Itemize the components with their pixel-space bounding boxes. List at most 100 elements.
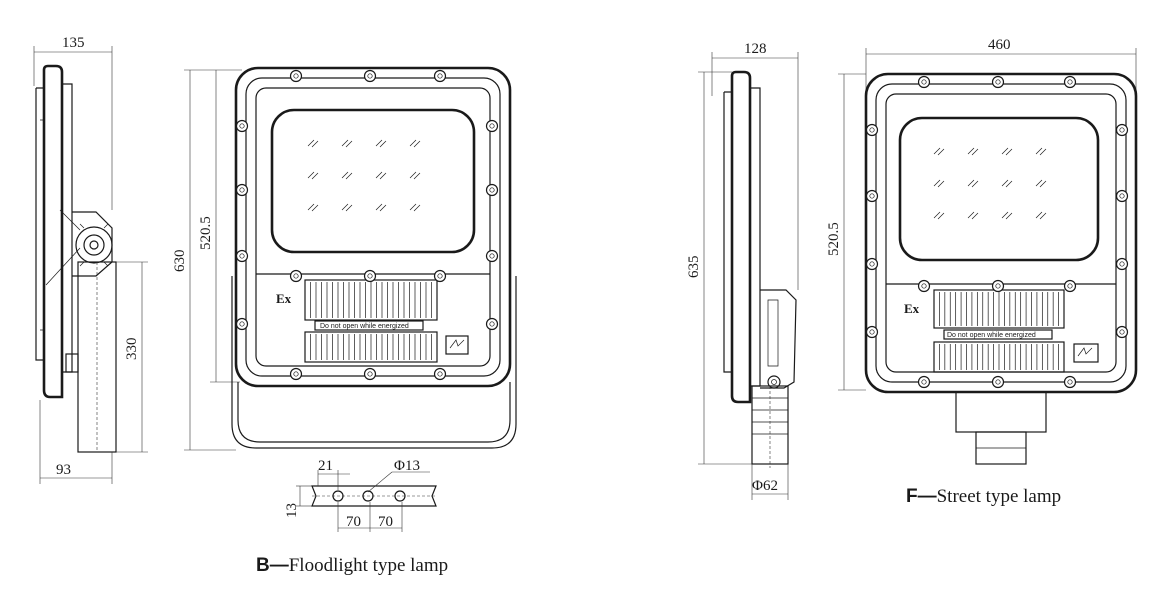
bolt-center [995, 283, 1001, 289]
floodlight-caption-dash: — [270, 555, 289, 576]
bolt-center [921, 79, 927, 85]
led-mark [967, 147, 979, 156]
bolt-center [1119, 193, 1125, 199]
floodlight-bracket-detail: 21 Φ13 13 70 70 [284, 458, 437, 532]
street-dim-pole-diameter: Φ62 [752, 478, 778, 494]
dim-hole-pitch-1: 70 [346, 514, 361, 530]
floodlight-side-view: 135 93 330 [33, 35, 148, 484]
bolt-center [869, 193, 875, 199]
led-mark [409, 171, 421, 180]
led-mark [341, 139, 353, 148]
floodlight-heatsink-upper [310, 282, 432, 318]
dim-side-width: 135 [62, 35, 85, 51]
bolt-center [869, 329, 875, 335]
bolt [363, 69, 377, 83]
led-mark [1001, 147, 1013, 156]
led-mark [967, 179, 979, 188]
bolt [235, 119, 249, 133]
bolt [289, 367, 303, 381]
street-dim-side-width: 128 [744, 41, 767, 57]
dim-height-total: 630 [172, 250, 188, 273]
dim-hole-diameter: Φ13 [394, 458, 420, 474]
bolt [917, 375, 931, 389]
bolt [917, 75, 931, 89]
bolt [865, 189, 879, 203]
dim-bracket-height: 330 [124, 338, 140, 361]
street-side-view: 128 635 Φ62 [686, 41, 799, 500]
bolt [917, 279, 931, 293]
street-caption-letter: F [906, 486, 918, 507]
bolt [433, 269, 447, 283]
street-caption: F—Street type lamp [906, 486, 1061, 507]
bolt-center [489, 321, 495, 327]
bolt [1063, 75, 1077, 89]
floodlight-caption: B—Floodlight type lamp [256, 555, 448, 576]
bolt-center [1067, 283, 1073, 289]
floodlight-cert-logo-icon [449, 339, 465, 349]
floodlight-front-view: 630 520.5 Do not open while energized Ex [172, 66, 517, 576]
bolt-center [293, 73, 299, 79]
bolt-center [1119, 127, 1125, 133]
bolt [865, 257, 879, 271]
bolt [289, 269, 303, 283]
street-dim-front-width: 460 [988, 37, 1011, 53]
dim-detail-height: 13 [284, 503, 300, 518]
bolt-center [869, 127, 875, 133]
bolt [1115, 325, 1129, 339]
bolt [235, 317, 249, 331]
dim-hole-pitch-2: 70 [378, 514, 393, 530]
bolt [433, 367, 447, 381]
bolt-center [1119, 329, 1125, 335]
bolt [1063, 279, 1077, 293]
led-mark [307, 171, 319, 180]
bolt [485, 183, 499, 197]
bolt-center [239, 253, 245, 259]
floodlight-caption-text: Floodlight type lamp [289, 555, 448, 576]
bolt [865, 325, 879, 339]
bolt-center [293, 273, 299, 279]
floodlight-bolts [235, 69, 499, 381]
bolt [363, 367, 377, 381]
bolt [485, 249, 499, 263]
dim-side-bottom: 93 [56, 462, 71, 478]
bolt-center [367, 73, 373, 79]
street-dim-height-total: 635 [686, 256, 702, 279]
led-mark [933, 147, 945, 156]
bolt [991, 279, 1005, 293]
led-mark [409, 139, 421, 148]
bolt [1115, 257, 1129, 271]
led-mark [1035, 179, 1047, 188]
bolt-center [489, 123, 495, 129]
bolt-center [437, 371, 443, 377]
bolt-center [1119, 261, 1125, 267]
led-mark [375, 171, 387, 180]
dim-height-body: 520.5 [198, 216, 214, 250]
led-mark [1001, 179, 1013, 188]
street-cert-logo-icon [1077, 347, 1093, 357]
bolt [235, 249, 249, 263]
led-mark [341, 171, 353, 180]
dim-hole-offset: 21 [318, 458, 333, 474]
bolt [865, 123, 879, 137]
bolt [1115, 123, 1129, 137]
bolt [289, 69, 303, 83]
led-mark [1035, 147, 1047, 156]
bolt-center [1067, 379, 1073, 385]
led-mark [341, 203, 353, 212]
bolt-center [1067, 79, 1073, 85]
bolt-center [239, 321, 245, 327]
led-mark [1001, 211, 1013, 220]
bolt-center [921, 379, 927, 385]
floodlight-heatsink-lower [310, 334, 432, 360]
bolt-center [239, 187, 245, 193]
led-mark [967, 211, 979, 220]
led-mark [375, 139, 387, 148]
bolt-center [921, 283, 927, 289]
led-mark [933, 211, 945, 220]
bolt-center [869, 261, 875, 267]
street-heatsink-upper [939, 292, 1059, 326]
bolt-center [489, 187, 495, 193]
street-ex-mark: Ex [904, 301, 920, 316]
floodlight-ex-mark: Ex [276, 291, 292, 306]
